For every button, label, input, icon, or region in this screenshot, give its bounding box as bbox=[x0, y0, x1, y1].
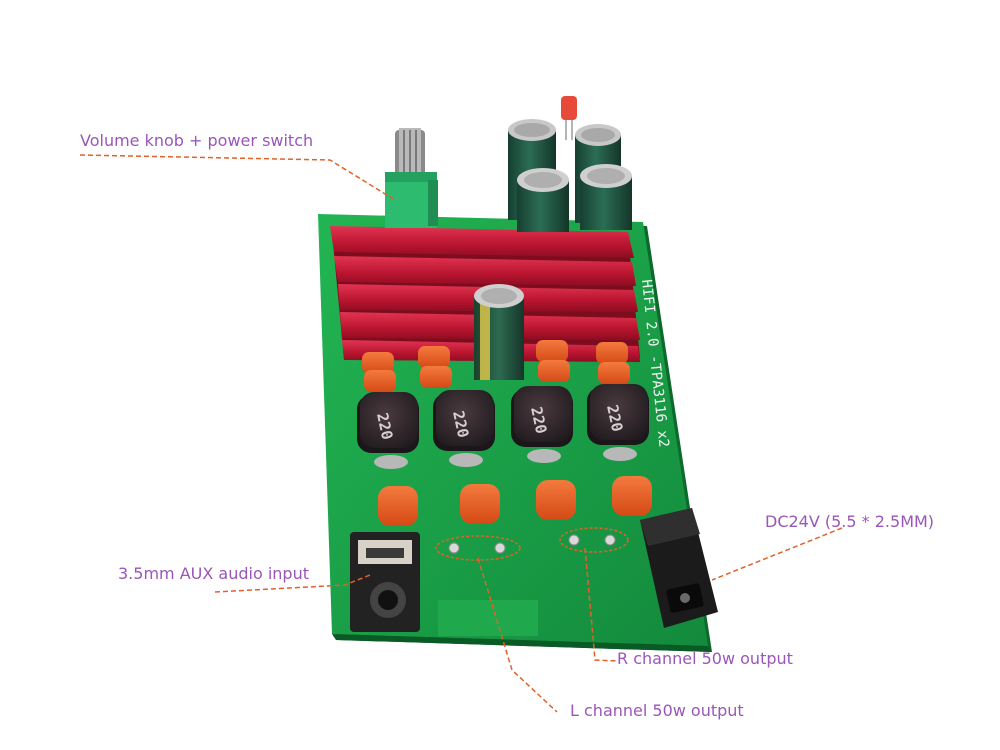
volume-knob bbox=[385, 128, 438, 228]
red-led bbox=[561, 96, 577, 140]
svg-text:220: 220 bbox=[603, 403, 626, 433]
dc-jack bbox=[640, 508, 718, 628]
dc-input-label: DC24V (5.5 * 2.5MM) bbox=[765, 512, 935, 531]
aux-jack bbox=[350, 532, 420, 632]
film-capacitors-top bbox=[362, 340, 630, 392]
l-channel-output-label: L channel 50w output bbox=[570, 701, 744, 720]
volume-knob-label: Volume knob + power switch bbox=[80, 131, 314, 150]
electrolytic-capacitors bbox=[508, 119, 632, 232]
svg-text:220: 220 bbox=[449, 409, 472, 439]
inductors: 220 220 220 220 bbox=[357, 384, 649, 469]
svg-text:220: 220 bbox=[527, 405, 550, 435]
r-channel-output-label: R channel 50w output bbox=[617, 649, 793, 668]
film-capacitors-bottom bbox=[378, 476, 652, 526]
aux-input-label: 3.5mm AUX audio input bbox=[118, 564, 309, 583]
front-capacitor bbox=[474, 284, 524, 380]
svg-text:220: 220 bbox=[373, 411, 396, 441]
leader-lines bbox=[79, 154, 843, 713]
